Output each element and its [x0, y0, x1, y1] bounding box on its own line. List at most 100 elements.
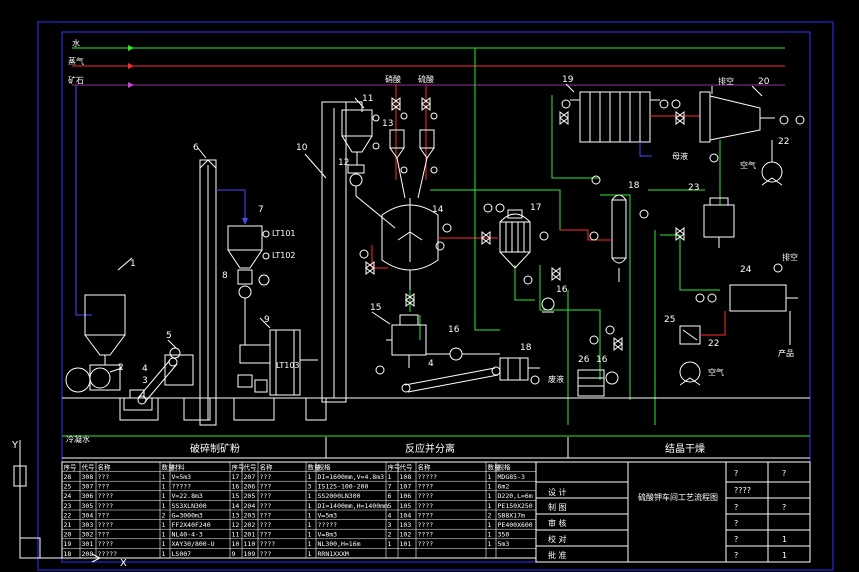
- title-cell: ?: [734, 519, 738, 528]
- bom-header-cell: 名称: [260, 462, 274, 471]
- bom-cell: 1: [308, 492, 312, 500]
- bom-cell: 24: [64, 492, 72, 500]
- instrument-bubble-icon: [561, 99, 571, 109]
- bom-cell: 201: [244, 531, 256, 539]
- label-air: 空气: [740, 160, 756, 170]
- bom-cell: 1: [488, 521, 492, 529]
- filter-press-19: [565, 83, 660, 143]
- bom-cell: PE400X600: [498, 521, 533, 529]
- bucket-elevator-6: [197, 147, 217, 426]
- dryer-18-center: [499, 357, 540, 381]
- label-left-bottom: 冷凝水: [66, 434, 90, 444]
- bom-cell: ????: [98, 502, 114, 510]
- bom-header-cell: 规格: [498, 462, 512, 471]
- bom-cell: 302: [82, 531, 94, 539]
- equip-number: 2: [118, 363, 124, 373]
- bom-cell: 307: [82, 483, 94, 491]
- title-cell: ?: [782, 469, 786, 478]
- bom-cell: PE150X250: [498, 502, 533, 510]
- bom-cell: 1: [162, 540, 166, 548]
- bom-cell: 20: [64, 531, 72, 539]
- bom-cell: ???: [260, 492, 272, 500]
- bom-cell: 11: [232, 531, 240, 539]
- title-cell: ?: [734, 535, 738, 544]
- equip-number: 1: [130, 259, 136, 269]
- cyclone-21: [699, 85, 775, 143]
- bom-header-cell: 名称: [98, 462, 112, 471]
- bom-header-cell: 材料: [172, 462, 186, 471]
- bom-cell: 1: [388, 540, 392, 548]
- heater-25: [679, 325, 701, 345]
- bom-cell: 106: [400, 492, 412, 500]
- flow-arrow-icon: [242, 218, 248, 225]
- instrument-bubble-icon: [262, 230, 270, 238]
- label-waste: 废液: [548, 374, 564, 384]
- bom-cell: DI=1400mm,H=1400mm: [318, 502, 389, 510]
- bom-cell: 15: [232, 492, 240, 500]
- bom-cell: ????: [98, 492, 114, 500]
- equip-number: 23: [688, 183, 699, 193]
- bom-cell: LS007: [172, 550, 192, 558]
- bom-cell: 18: [64, 550, 72, 558]
- acid-tanks: [389, 129, 435, 199]
- steam-line-reactor: [371, 245, 388, 269]
- dryer-23: [703, 197, 735, 248]
- bom-cell: 5: [388, 502, 392, 510]
- equip-number: 6: [193, 143, 199, 153]
- bom-cell: 205: [244, 492, 256, 500]
- valve-icon: [365, 97, 685, 351]
- bom-cell: 1: [308, 502, 312, 510]
- bom-cell: 1: [308, 540, 312, 548]
- bom-cell: 3: [308, 483, 312, 491]
- label-air2: 空气: [708, 367, 724, 377]
- bom-header-cell: 代号: [244, 462, 258, 471]
- bom-cell: ????: [418, 483, 434, 491]
- bom-header-cell: 数量: [162, 462, 176, 471]
- bom-cell: 104: [400, 511, 412, 519]
- bom-cell: 19: [64, 540, 72, 548]
- bom-cell: 1: [488, 502, 492, 510]
- screw-conveyor: [401, 366, 501, 393]
- bom-header-cell: 数量: [488, 462, 502, 471]
- instrument-bubble-icon: [795, 115, 805, 125]
- title-cell: ?: [734, 551, 738, 560]
- bom-header-cell: 规格: [318, 462, 332, 471]
- equip-number: 10: [296, 143, 308, 153]
- flow-arrow-icon: [128, 63, 134, 69]
- bom-cell: 1: [488, 540, 492, 548]
- bom-cell: ????: [260, 540, 276, 548]
- pump-18-right: [605, 371, 619, 385]
- pump-16-right: [541, 297, 555, 313]
- section-label: 结晶干燥: [665, 442, 705, 455]
- bin-11: [341, 97, 373, 196]
- bom-cell: 2: [162, 511, 166, 519]
- bom-cell: IS125-100-200: [318, 483, 369, 491]
- inner-frame: [61, 31, 811, 563]
- bom-cell: 1: [162, 521, 166, 529]
- bom-cell: ????: [418, 531, 434, 539]
- bom-cell: 21: [64, 521, 72, 529]
- bom-cell: 301: [82, 540, 94, 548]
- instrument-bubble-icon: [639, 209, 649, 219]
- bom-header-cell: 名称: [418, 462, 432, 471]
- raymond-mill-9: [237, 317, 301, 396]
- bom-cell: 1: [488, 483, 492, 491]
- label-acid2: 硫酸: [418, 74, 434, 84]
- equip-number: 26: [578, 355, 590, 365]
- equip-number: 4: [142, 364, 148, 374]
- bom-cell: 207: [244, 473, 256, 481]
- bom-cell: ????: [418, 521, 434, 529]
- bom-header-cell: 序号: [232, 462, 246, 471]
- equip-number: 12: [338, 158, 349, 168]
- bom-cell: ?????: [172, 483, 192, 491]
- title-block: [535, 461, 811, 563]
- bom-cell: ????: [418, 540, 434, 548]
- bom-cell: ???: [260, 550, 272, 558]
- bom-cell: ????: [98, 521, 114, 529]
- ucs-x-axis-icon: X: [120, 558, 127, 569]
- instrument-bubble-icon: [695, 293, 705, 303]
- bom-cell: ???: [260, 531, 272, 539]
- screen-5: [164, 339, 194, 386]
- bom-header-cell: 代号: [82, 462, 96, 471]
